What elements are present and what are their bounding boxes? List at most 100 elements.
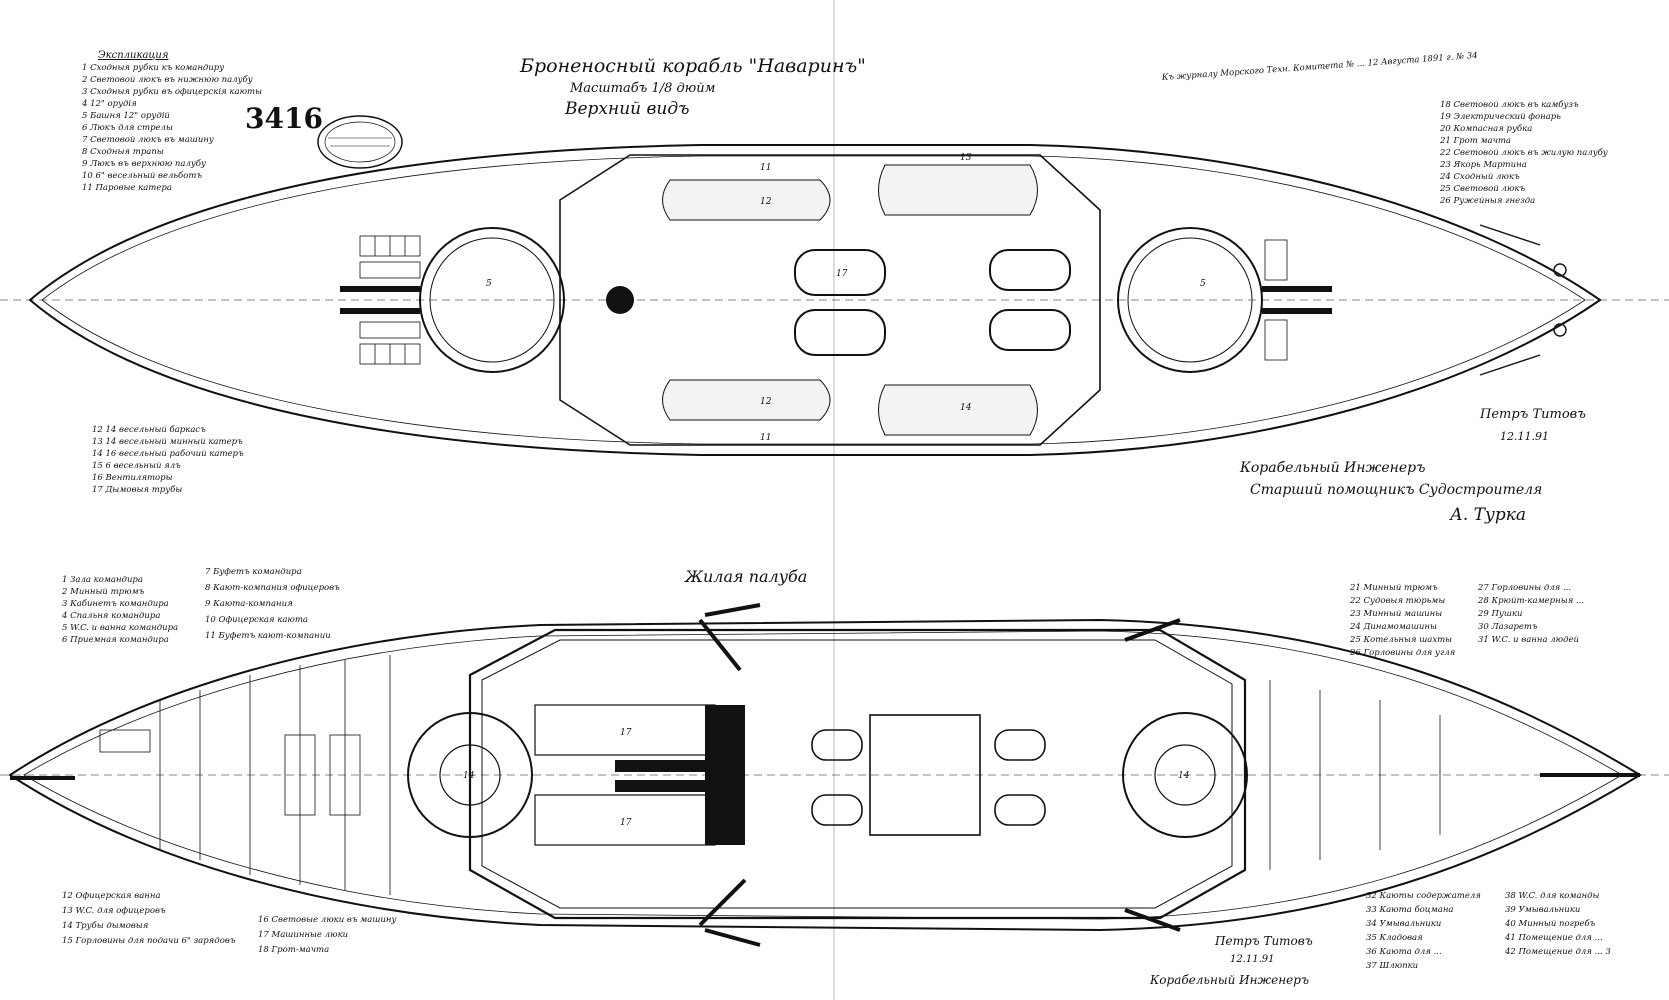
boat-label: 12 [760, 397, 772, 407]
legend-item: 26 Ружейныя гнезда [1439, 196, 1535, 206]
scale-note: Масштабъ 1/8 дюйм [569, 81, 715, 96]
living-deck-title: Жилая палуба [684, 567, 807, 586]
legend-item: 7 Световой люкъ въ машину [82, 135, 214, 145]
bottom-signature: Петръ Титовъ [1214, 934, 1313, 948]
aft-gun-barrel [1262, 286, 1332, 292]
fore-turret-top [419, 227, 565, 373]
top-view-title: Верхний видъ [564, 99, 689, 119]
legend-item: 4 12" орудія [81, 99, 137, 109]
legend-item: 15 6 весельный ялъ [92, 461, 181, 471]
boats-starboard [662, 379, 1038, 436]
legend-item: 10 6" весельный вельботъ [82, 170, 202, 181]
legend-item: 11 Буфетъ кают-компании [205, 631, 331, 641]
machinery-block [705, 705, 745, 845]
legend-item: 12 Офицерская ванна [62, 891, 161, 901]
legend-item: 16 Световые люки въ машину [258, 915, 396, 925]
legend-item: 2 Световой люкъ въ нижнюю палубу [81, 74, 253, 85]
legend-item: 3 Сходныя рубки въ офицерскія каюты [82, 86, 262, 97]
engine-room-label: 17 [620, 728, 632, 738]
legend-item: 12 14 весельный баркасъ [92, 424, 206, 435]
legend-item: 24 Динамомашины [1349, 622, 1437, 632]
legend-item: 42 Помещение для ... 3 [1504, 947, 1611, 957]
deck-legend-right1: 21 Минный трюмъ 22 Судовыя тюрьмы 23 Мин… [1349, 583, 1456, 658]
legend-item: 23 Якорь Мартина [1439, 160, 1527, 170]
legend-item: 21 Грот мачта [1439, 136, 1511, 146]
legend-item: 24 Сходный люкъ [1439, 172, 1520, 182]
fore-turret-deck-label: 14 [463, 771, 475, 781]
boat-label: 12 [760, 197, 772, 207]
legend-item: 6 Приемная командира [62, 635, 169, 645]
deck-legend-left: 1 Зала командира 2 Минный трюмъ 3 Кабине… [61, 575, 178, 645]
legend-item: 32 Каюты содержателя [1366, 891, 1481, 901]
aft-turret-label: 5 [1200, 279, 1206, 289]
legend-item: 8 Кают-компания офицеровъ [205, 583, 340, 593]
boats-port [662, 164, 1038, 221]
bow-anchor-gear [1479, 224, 1567, 376]
legend-item: 41 Помещение для ... [1504, 933, 1603, 943]
boat-label: 14 [960, 403, 972, 413]
top-signature: Петръ Титовъ [1479, 407, 1586, 422]
bottom-caption: Корабельный Инженеръ [1149, 973, 1309, 987]
legend-item: 11 Паровые катера [82, 183, 172, 193]
legend-item: 20 Компасная рубка [1439, 123, 1532, 134]
legend-item: 9 Каюта-компания [205, 599, 293, 609]
legend-item: 34 Умывальники [1366, 919, 1441, 929]
catalog-number: 3416 [245, 102, 323, 135]
boat-label: 13 [960, 153, 972, 163]
legend-item: 5 Башня 12" орудій [82, 111, 170, 121]
legend-item: 22 Судовыя тюрьмы [1349, 596, 1445, 606]
fore-turret-deck [407, 712, 533, 838]
deck-legend-bottom-right1: 32 Каюты содержателя 33 Каюта боцмана 34… [1366, 891, 1481, 971]
legend-item: 25 Световой люкъ [1439, 184, 1525, 194]
legend-item: 17 Машинные люки [258, 930, 348, 940]
legend-item: 25 Котельныя шахты [1349, 635, 1452, 645]
aft-turret-deck [1122, 712, 1248, 838]
legend-item: 1 Сходныя рубки къ командиру [82, 62, 224, 73]
legend-item: 40 Минный погребъ [1504, 918, 1596, 929]
legend-item: 10 Офицерская каюта [205, 615, 308, 625]
fore-gun-barrel [340, 286, 420, 292]
legend-item: 6 Люкъ для стрелы [82, 123, 173, 133]
legend-item: 38 W.C. для команды [1505, 891, 1599, 901]
top-view-hull: 5 5 12 11 13 12 11 14 [0, 144, 1669, 456]
boiler-uptakes [811, 714, 1046, 836]
aft-gun-barrel [1262, 308, 1332, 314]
engine-room-label: 17 [620, 818, 632, 828]
legend-item: 21 Минный трюмъ [1349, 583, 1438, 593]
legend-item: 4 Спальня командира [61, 611, 160, 621]
top-legend-left: Экспликация 1 Сходныя рубки къ командиру… [81, 50, 262, 193]
legend-item: 31 W.C. и ванна людей [1478, 635, 1579, 645]
aft-turret-top [1117, 227, 1263, 373]
legend-item: 13 W.C. для офицеровъ [62, 906, 166, 916]
archive-stamp [317, 115, 403, 169]
legend-item: 39 Умывальники [1505, 905, 1580, 915]
legend-item: 30 Лазаретъ [1478, 622, 1538, 632]
approval-note: Къ журналу Морского Техн. Комитета № ...… [1161, 51, 1478, 83]
sheet-title: Броненосный корабль "Наваринъ" [519, 55, 866, 77]
legend-item: 27 Горловины для ... [1477, 583, 1571, 593]
legend-item: 33 Каюта боцмана [1366, 904, 1454, 915]
mainmast [606, 286, 634, 314]
legend-item: 37 Шлюпки [1366, 961, 1418, 971]
top-legend-left-lower: 12 14 весельный баркасъ 13 14 весельный … [92, 424, 244, 495]
legend-item: 1 Зала командира [62, 575, 143, 585]
top-legend-right: 18 Световой люкъ въ камбузъ 19 Электриче… [1439, 99, 1608, 206]
legend-item: 9 Люкъ въ верхнюю палубу [82, 158, 206, 169]
legend-item: 13 14 весельный минный катеръ [92, 437, 243, 447]
forward-cabins [99, 655, 391, 895]
legend-item: 14 16 весельный рабочий катеръ [92, 448, 244, 459]
legend-item: 26 Горловины для угля [1349, 648, 1456, 658]
deck-legend-bottom-mid: 16 Световые люки въ машину 17 Машинные л… [258, 915, 396, 955]
legend-item: 28 Крюйт-камерныя ... [1477, 596, 1584, 606]
legend-item: 29 Пушки [1477, 609, 1522, 619]
legend-item: 35 Кладовая [1366, 933, 1423, 943]
fore-gun-barrel [340, 308, 420, 314]
machinery-block [615, 780, 745, 792]
funnel-label: 17 [836, 269, 848, 279]
deck-legend-left2: 7 Буфетъ командира 8 Кают-компания офице… [205, 567, 340, 641]
legend-item: 2 Минный трюмъ [61, 587, 145, 597]
legend-item: 22 Световой люкъ въ жилую палубу [1439, 147, 1608, 158]
funnels-top [794, 249, 1071, 356]
legend-item: 14 Трубы дымовыя [62, 920, 149, 931]
legend-item: 3 Кабинетъ командира [62, 598, 169, 609]
